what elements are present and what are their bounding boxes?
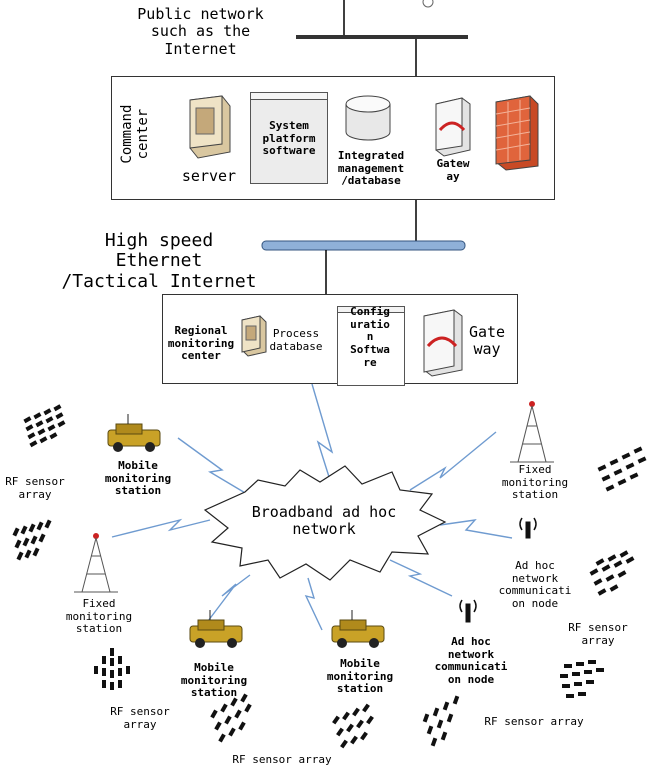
fixed-station-label-right: Fixed monitoring station	[501, 463, 569, 502]
mobile-station-label-bottom: Mobile monitoring station	[326, 657, 394, 696]
adhoc-node-label-bottom: Ad hoc network communicati on node	[434, 635, 508, 686]
ethernet-bus	[261, 240, 466, 251]
public-network-bus	[296, 35, 468, 39]
adhoc-node-label-right: Ad hoc network communicati on node	[498, 559, 572, 610]
regional-gateway-label: Gate way	[468, 323, 506, 359]
mobile-station-label-mid: Mobile monitoring station	[180, 661, 248, 700]
rf-sensor-label-bottom: RF sensor array	[232, 753, 332, 766]
backbone-label: High speed Ethernet /Tactical Internet	[54, 210, 264, 313]
config-software-box	[337, 306, 405, 386]
platform-software-label: System platform software	[262, 119, 316, 158]
database-label: Integrated management /database	[337, 149, 405, 188]
command-center-box	[111, 76, 555, 200]
adhoc-cloud-shape	[203, 465, 447, 581]
config-software-label: Config uratio n Softwa re	[350, 305, 390, 369]
rf-sensor-label-right-bottom: RF sensor array	[484, 715, 584, 728]
process-database-label: Process database	[269, 327, 323, 353]
gateway-label: Gatew ay	[436, 157, 470, 183]
public-network-label: Public network such as the Internet	[137, 5, 264, 58]
regional-center-label: Regional monitoring center	[167, 324, 235, 363]
backbone-label-text: High speed Ethernet /Tactical Internet	[61, 229, 257, 293]
mobile-station-label-top: Mobile monitoring station	[104, 459, 172, 498]
rf-sensor-label-left-top: RF sensor array	[5, 475, 65, 501]
rf-sensor-label-right-mid: RF sensor array	[568, 621, 628, 647]
wireless-links	[111, 383, 513, 631]
rf-sensor-label-left-bottom: RF sensor array	[110, 705, 170, 731]
fixed-station-label-left: Fixed monitoring station	[65, 597, 133, 636]
server-label: server	[181, 167, 237, 185]
adhoc-network-label: Broadband ad hoc network	[251, 503, 397, 539]
command-center-label: Command center	[118, 104, 151, 164]
platform-software-box	[250, 92, 328, 184]
